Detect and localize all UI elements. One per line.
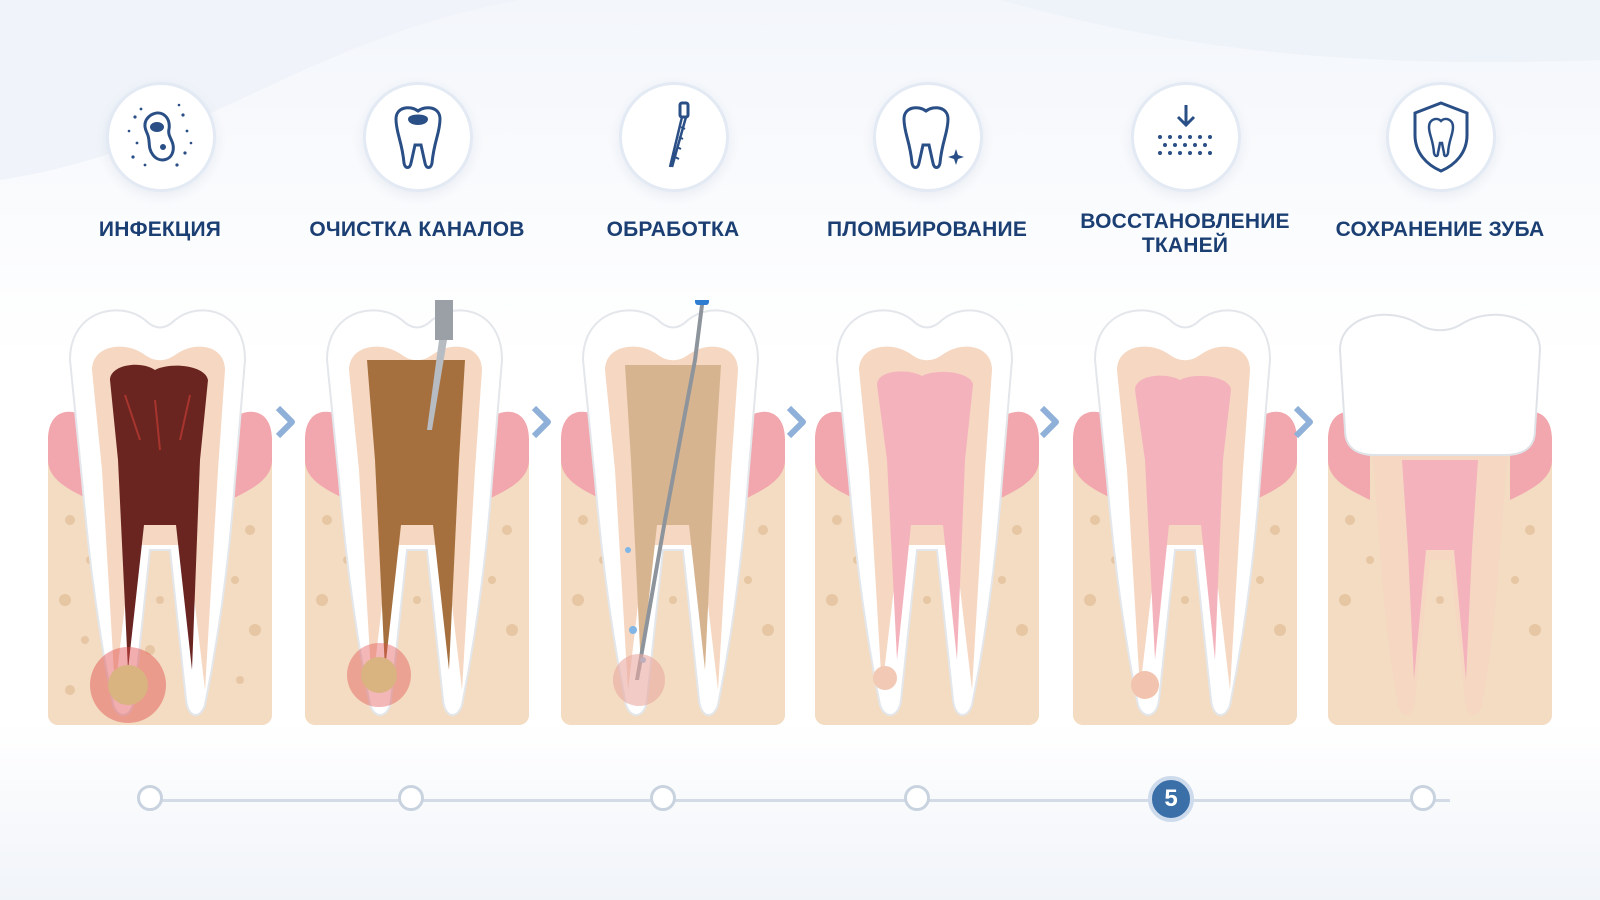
bacteria-icon [127,103,193,167]
tooth-shield-icon [1413,101,1469,173]
stage-filling: ПЛОМБИРОВАНИЕ [797,0,1057,760]
timeline-step-1[interactable] [137,785,163,811]
next-arrow-icon [1039,405,1059,439]
tooth-infected-illustration [48,309,272,725]
stage-canal-cleaning: ОЧИСТКА КАНАЛОВ [287,0,547,760]
tooth-sparkle-icon [902,106,964,169]
stage-title: ОЧИСТКА КАНАЛОВ [309,218,525,241]
tooth-crowned-illustration [1328,313,1552,725]
tooth-filled-illustration [815,309,1039,725]
stage-title: ОБРАБОТКА [606,218,740,241]
timeline-step-3[interactable] [650,785,676,811]
endodontic-file-icon [668,101,690,168]
stage-infection: ИНФЕКЦИЯ [30,0,290,760]
next-arrow-icon [275,405,295,439]
tooth-restored-illustration [1073,309,1297,725]
tooth-treatment-illustration [561,300,785,725]
next-arrow-icon [531,405,551,439]
timeline-step-6[interactable] [1410,785,1436,811]
stage-icon-circle [873,82,983,192]
tooth-cleaning-illustration [305,300,529,725]
stage-tooth-preservation: СОХРАНЕНИЕ ЗУБА [1310,0,1570,760]
tissue-regeneration-icon [1158,105,1212,155]
next-arrow-icon [1293,405,1313,439]
timeline-line [150,799,1450,802]
stage-icon-circle [106,82,216,192]
stage-title: ПЛОМБИРОВАНИЕ [826,218,1028,241]
progress-timeline: 5 [0,760,1600,840]
stage-treatment: ОБРАБОТКА [543,0,803,760]
stage-title: СОХРАНЕНИЕ ЗУБА [1335,218,1545,241]
timeline-step-5-active[interactable]: 5 [1148,776,1194,822]
stage-icon-circle [363,82,473,192]
stage-icon-circle [1131,82,1241,192]
stage-title: ИНФЕКЦИЯ [98,218,222,241]
next-arrow-icon [786,405,806,439]
stage-icon-circle [1386,82,1496,192]
stage-tissue-restoration: ВОССТАНОВЛЕНИЕ ТКАНЕЙ [1055,0,1315,760]
stage-icon-circle [619,82,729,192]
tooth-cavity-icon [394,106,442,169]
timeline-step-2[interactable] [398,785,424,811]
timeline-step-4[interactable] [904,785,930,811]
stage-title: ВОССТАНОВЛЕНИЕ ТКАНЕЙ [1080,210,1290,257]
